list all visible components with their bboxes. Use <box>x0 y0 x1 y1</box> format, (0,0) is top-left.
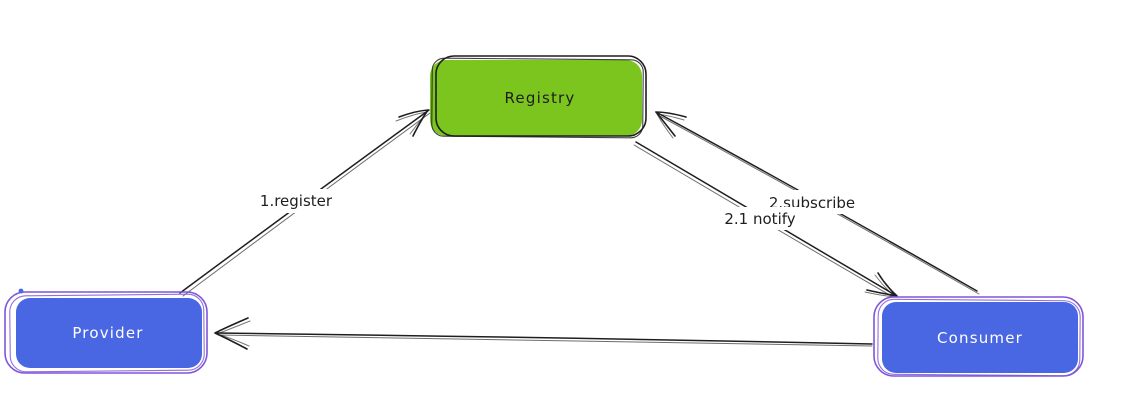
node-registry-label: Registry <box>504 89 575 107</box>
edge-label-subscribe-group: 2.subscribe <box>758 190 866 214</box>
node-provider-outline-group <box>4 288 208 374</box>
edge-label-notify: 2.1 notify <box>724 210 795 228</box>
node-consumer-outline-sketch <box>877 298 1081 377</box>
node-provider-sketch-dot <box>18 288 24 294</box>
edge-label-register-group: 1.register <box>246 189 346 213</box>
node-consumer-fill <box>882 302 1078 373</box>
node-registry-outline-sketch <box>431 57 644 139</box>
label-backdrop <box>246 189 346 213</box>
node-provider-label: Provider <box>72 324 143 342</box>
node-registry: Registry <box>430 55 647 139</box>
node-consumer: Consumer <box>873 296 1084 377</box>
node-registry-outline <box>435 55 647 137</box>
edge-consume-line-sketch <box>217 334 873 347</box>
node-provider-outline <box>4 291 208 374</box>
node-provider-fill <box>16 298 202 368</box>
edge-consume-line <box>215 332 873 345</box>
edge-subscribe-arrowhead-sketch <box>656 113 685 139</box>
edge-subscribe-arrowhead-icon <box>655 111 687 137</box>
node-provider: Provider <box>4 288 208 374</box>
edge-notify-arrowhead-icon <box>866 272 898 297</box>
edge-label-register: 1.register <box>260 192 333 210</box>
node-provider-outline-sketch <box>9 293 205 373</box>
label-backdrop <box>714 207 806 230</box>
node-consumer-outline <box>873 296 1084 377</box>
node-consumer-outline-group <box>873 296 1084 377</box>
node-registry-fill <box>430 60 642 136</box>
edge-label-notify-group: 2.1 notify <box>714 207 806 230</box>
edge-consume <box>214 317 873 350</box>
node-registry-outline-group <box>431 55 647 139</box>
edge-consume-arrowhead-sketch <box>216 320 251 347</box>
node-consumer-label: Consumer <box>937 329 1023 347</box>
edge-register-arrowhead-sketch <box>395 111 428 135</box>
